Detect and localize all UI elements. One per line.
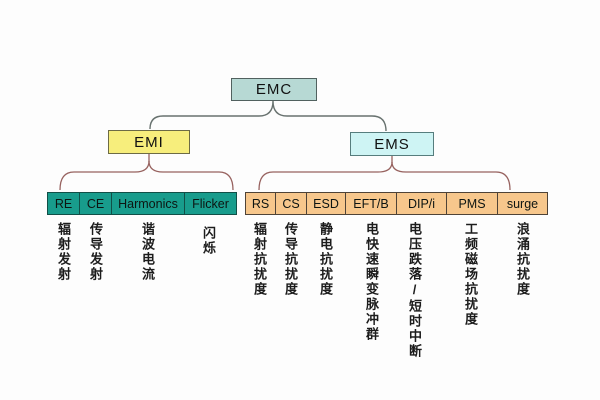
annotation-eftb-cn: 电快速瞬变脉冲群 (364, 222, 379, 342)
node-rs: RS (245, 192, 276, 215)
node-pms-label: PMS (458, 196, 486, 211)
emi-label: EMI (134, 133, 164, 151)
annotation-ce-cn: 传导发射 (88, 222, 103, 282)
emc-split-connector (149, 100, 387, 132)
annotation-esd-cn: 静电抗扰度 (318, 222, 333, 297)
node-ce-label: CE (86, 196, 105, 211)
node-esd: ESD (306, 192, 346, 215)
annotation-cs-cn: 传导抗扰度 (283, 222, 298, 297)
annotation-dipi-cn: 电压跌落/短时中断 (407, 222, 422, 359)
node-cs: CS (275, 192, 307, 215)
emc-root-label: EMC (255, 81, 293, 98)
node-dipi: DIP/i (396, 192, 447, 215)
ems-brace-connector (258, 161, 511, 191)
node-surge-label: surge (506, 196, 539, 211)
node-re-label: RE (54, 196, 73, 211)
node-rs-label: RS (251, 196, 270, 211)
annotation-rs-cn: 辐射抗扰度 (252, 222, 267, 297)
node-re: RE (47, 192, 80, 215)
node-dipi-label: DIP/i (407, 196, 436, 211)
annotation-harmonics-cn: 谐波电流 (140, 222, 155, 282)
emi-brace-connector (59, 160, 234, 191)
node-surge: surge (497, 192, 548, 215)
ems-label: EMS (374, 135, 410, 153)
node-ce: CE (79, 192, 112, 215)
annotation-surge-cn: 浪涌抗扰度 (515, 222, 530, 297)
node-eftb: EFT/B (345, 192, 397, 215)
node-harmonics: Harmonics (111, 192, 185, 215)
node-cs-label: CS (282, 196, 300, 211)
emi-node: EMI (108, 130, 190, 154)
annotation-re-cn: 辐射发射 (56, 222, 71, 282)
node-harmonics-label: Harmonics (118, 196, 178, 211)
annotation-flicker-cn: 闪烁 (201, 226, 216, 256)
node-pms: PMS (446, 192, 498, 215)
node-flicker: Flicker (184, 192, 237, 215)
node-esd-label: ESD (313, 196, 339, 211)
node-flicker-label: Flicker (192, 196, 229, 211)
annotation-pms-cn: 工频磁场抗扰度 (463, 222, 478, 327)
emc-root-node: EMC (231, 78, 317, 101)
node-eftb-label: EFT/B (353, 196, 389, 211)
ems-node: EMS (350, 132, 434, 156)
